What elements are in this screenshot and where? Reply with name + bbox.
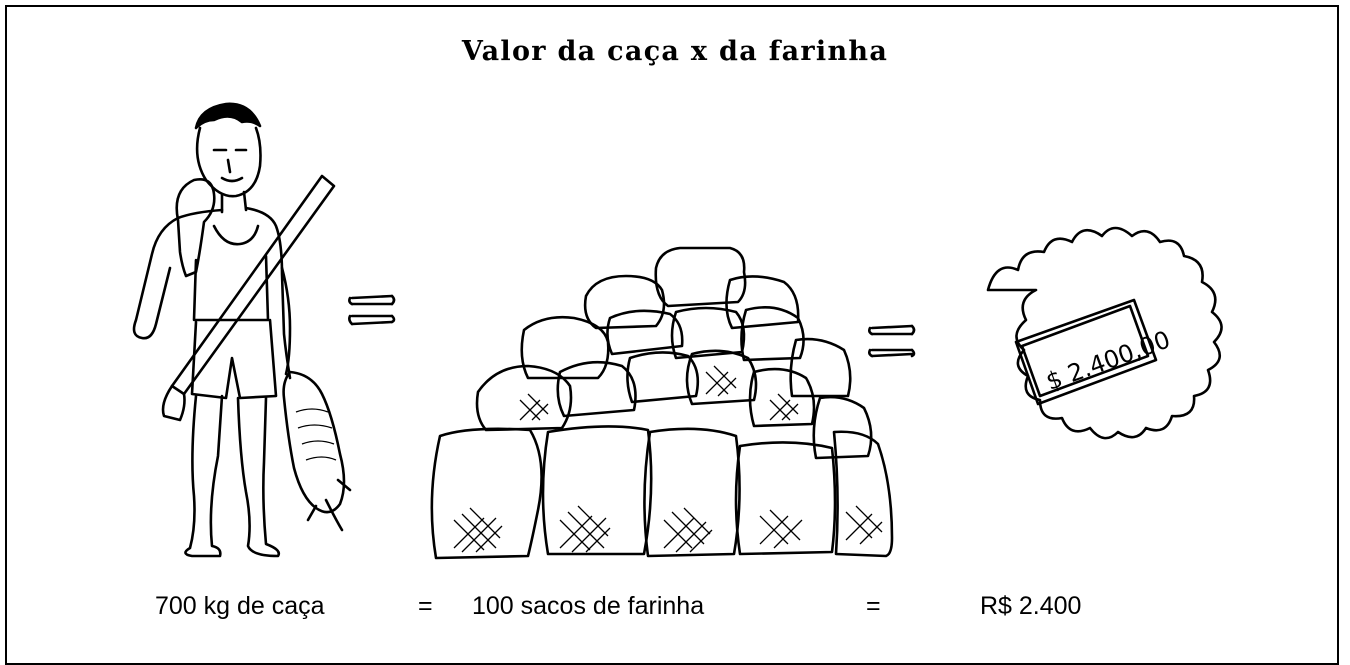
caption-game: 700 kg de caça xyxy=(155,592,325,620)
equals-sign-2-icon xyxy=(868,324,916,358)
equals-sign-1-icon xyxy=(348,294,396,326)
caption-equals-1: = xyxy=(418,592,433,620)
caption-flour: 100 sacos de farinha xyxy=(472,592,705,620)
hunter-icon xyxy=(132,102,352,558)
caption-equals-2: = xyxy=(866,592,881,620)
flour-sacks-pile-icon xyxy=(430,246,894,560)
illustration: $ 2.400,00 xyxy=(132,102,1223,560)
caption-money: R$ 2.400 xyxy=(980,592,1082,620)
figure-title: Valor da caça x da farinha xyxy=(461,36,889,67)
money-burst-icon: $ 2.400,00 xyxy=(986,226,1223,440)
